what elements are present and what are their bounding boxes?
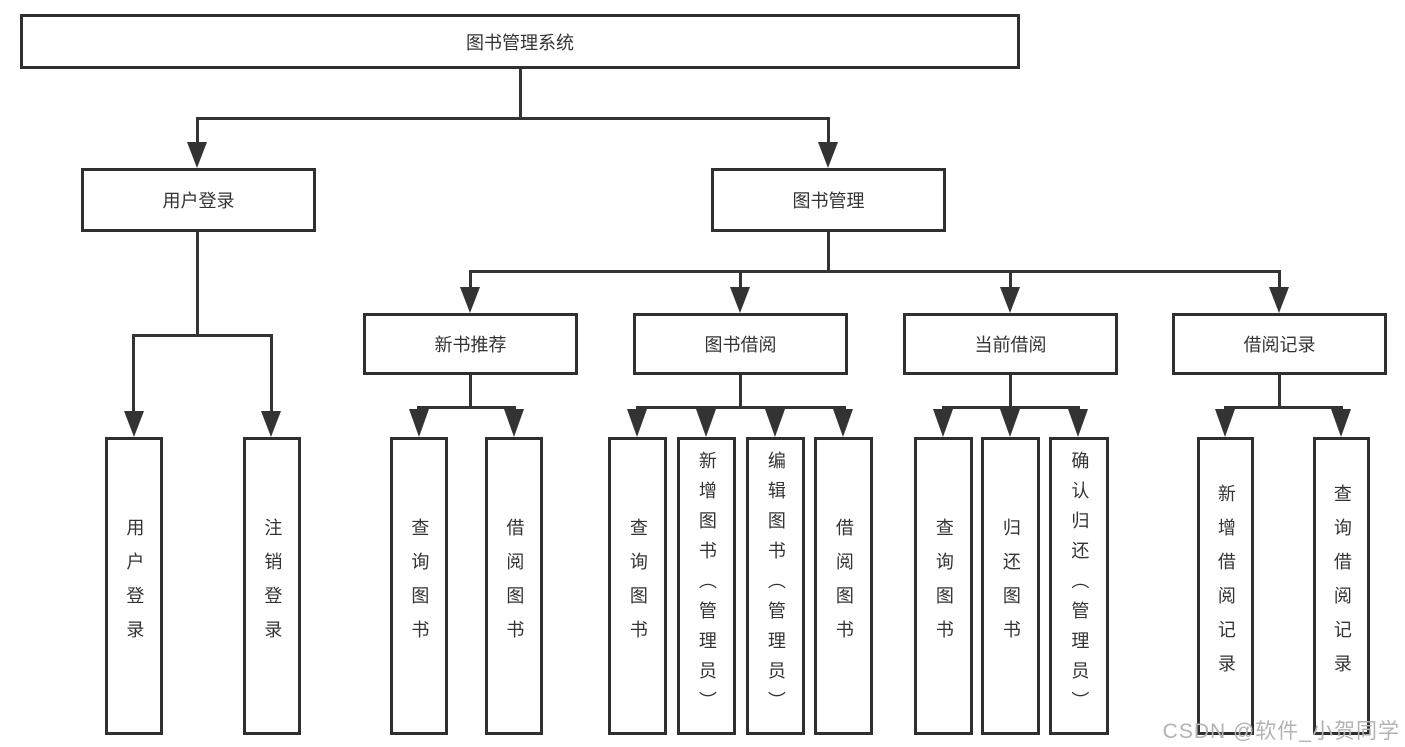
connector-vline — [469, 273, 472, 289]
leaf-label: 查询图书 — [627, 518, 648, 654]
node-book-borrowing: 图书借阅 — [633, 313, 848, 375]
node-user-login: 用户登录 — [81, 168, 316, 232]
leaf-label: 查询图书 — [409, 518, 430, 654]
connector-hline — [636, 406, 846, 409]
connector-arrowhead — [933, 409, 953, 437]
node-new-book-recommendation: 新书推荐 — [363, 313, 578, 375]
connector-arrowhead — [833, 409, 853, 437]
connector-arrowhead — [409, 409, 429, 437]
connector-vline — [1278, 375, 1281, 409]
connector-arrowhead — [1000, 409, 1020, 437]
connector-hline — [1224, 406, 1343, 409]
connector-vline — [1009, 375, 1012, 409]
leaf-label: 注销登录 — [262, 518, 283, 654]
connector-arrowhead — [818, 142, 838, 168]
connector-arrowhead — [1269, 287, 1289, 313]
connector-hline — [196, 117, 830, 120]
connector-hline — [942, 406, 1080, 409]
connector-arrowhead — [1331, 409, 1351, 437]
leaf-label: 用户登录 — [124, 518, 145, 654]
connector-arrowhead — [124, 411, 144, 437]
leaf-query-borrowing-record: 查询借阅记录 — [1313, 437, 1370, 735]
leaf-label: 编辑图书（管理员） — [765, 451, 786, 721]
connector-arrowhead — [460, 287, 480, 313]
connector-vline — [270, 337, 273, 413]
connector-vline — [827, 120, 830, 146]
connector-vline — [739, 375, 742, 409]
leaf-edit-book-admin: 编辑图书（管理员） — [746, 437, 805, 735]
leaf-label: 新增借阅记录 — [1215, 484, 1236, 688]
connector-vline — [469, 375, 472, 409]
leaf-confirm-return-admin: 确认归还（管理员） — [1049, 437, 1109, 735]
connector-hline — [417, 406, 516, 409]
connector-arrowhead — [627, 409, 647, 437]
connector-arrowhead — [504, 409, 524, 437]
watermark: CSDN @软件_小贺同学 — [1162, 720, 1400, 743]
connector-vline — [196, 232, 199, 337]
leaf-return-book: 归还图书 — [981, 437, 1040, 735]
connector-vline — [739, 273, 742, 289]
connector-arrowhead — [730, 287, 750, 313]
connector-arrowhead — [187, 142, 207, 168]
node-label: 图书管理系统 — [466, 32, 574, 53]
connector-arrowhead — [1215, 409, 1235, 437]
leaf-add-book-admin: 新增图书（管理员） — [677, 437, 736, 735]
leaf-label: 查询图书 — [933, 518, 954, 654]
leaf-label: 借阅图书 — [833, 518, 854, 654]
leaf-label: 确认归还（管理员） — [1069, 451, 1090, 721]
connector-hline — [132, 334, 273, 337]
connector-arrowhead — [1000, 287, 1020, 313]
node-borrowing-records: 借阅记录 — [1172, 313, 1387, 375]
node-book-management: 图书管理 — [711, 168, 946, 232]
node-label: 用户登录 — [162, 191, 235, 211]
connector-arrowhead — [261, 411, 281, 437]
leaf-label: 归还图书 — [1000, 518, 1021, 654]
connector-vline — [1009, 273, 1012, 289]
leaf-logout-login: 注销登录 — [243, 437, 301, 735]
leaf-user-login: 用户登录 — [105, 437, 163, 735]
node-library-system: 图书管理系统 — [20, 14, 1020, 69]
node-label: 图书借阅 — [704, 335, 777, 355]
connector-vline — [196, 120, 199, 146]
leaf-label: 借阅图书 — [504, 518, 525, 654]
node-label: 借阅记录 — [1243, 335, 1316, 355]
leaf-query-books-recommend: 查询图书 — [390, 437, 448, 735]
node-label: 新书推荐 — [434, 335, 507, 355]
connector-hline — [469, 270, 1281, 273]
leaf-label: 新增图书（管理员） — [696, 451, 717, 721]
leaf-borrow-books-recommend: 借阅图书 — [485, 437, 543, 735]
node-label: 当前借阅 — [974, 335, 1047, 355]
connector-vline — [132, 337, 135, 413]
leaf-borrow-books-borrowing: 借阅图书 — [814, 437, 873, 735]
leaf-query-books-borrowing: 查询图书 — [608, 437, 667, 735]
connector-arrowhead — [765, 409, 785, 437]
connector-arrowhead — [1068, 409, 1088, 437]
leaf-query-books-current: 查询图书 — [914, 437, 973, 735]
connector-arrowhead — [696, 409, 716, 437]
connector-vline — [1278, 273, 1281, 289]
connector-vline — [827, 232, 830, 273]
leaf-add-borrowing-record: 新增借阅记录 — [1197, 437, 1254, 735]
node-label: 图书管理 — [792, 191, 865, 211]
connector-vline — [519, 69, 522, 120]
node-current-borrowing: 当前借阅 — [903, 313, 1118, 375]
leaf-label: 查询借阅记录 — [1331, 484, 1352, 688]
